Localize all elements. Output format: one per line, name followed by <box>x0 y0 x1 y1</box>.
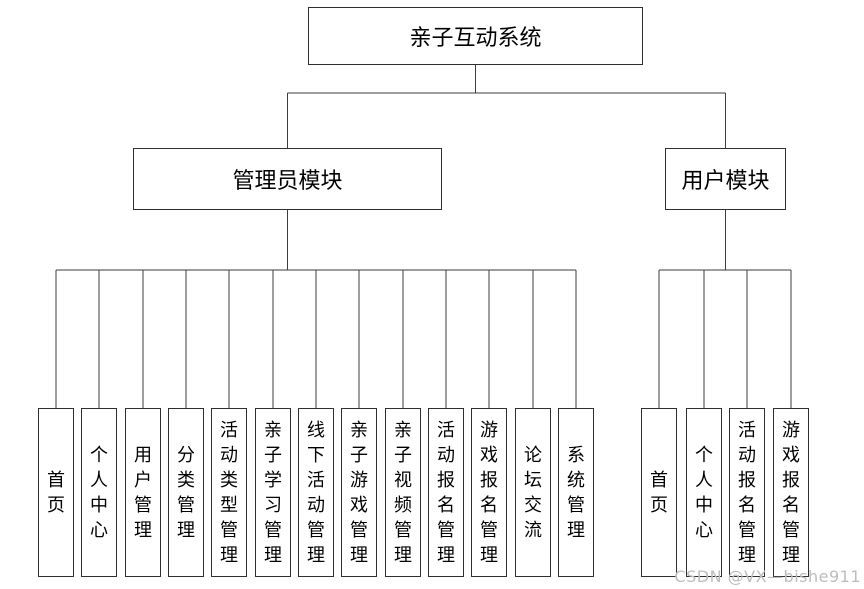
connector-user-to-leaves <box>658 210 792 408</box>
node-root-system: 亲子互动系统 <box>308 7 643 65</box>
node-admin-user-management: 用 户 管 理 <box>125 408 161 577</box>
node-admin-home: 首 页 <box>38 408 74 577</box>
node-admin-game-registration-management: 游 戏 报 名 管 理 <box>471 408 507 577</box>
connector-admin-to-leaves <box>55 210 577 408</box>
node-admin-video-management: 亲 子 视 频 管 理 <box>385 408 421 577</box>
node-user-personal-center: 个 人 中 心 <box>686 408 722 577</box>
node-admin-game-management: 亲 子 游 戏 管 理 <box>341 408 377 577</box>
node-admin-activity-registration-management: 活 动 报 名 管 理 <box>428 408 464 577</box>
node-admin-activity-type-management: 活 动 类 型 管 理 <box>211 408 247 577</box>
node-user-game-registration-management: 游 戏 报 名 管 理 <box>773 408 809 577</box>
node-user-home: 首 页 <box>641 408 677 577</box>
node-admin-offline-activity-management: 线 下 活 动 管 理 <box>298 408 334 577</box>
node-admin-learning-management: 亲 子 学 习 管 理 <box>255 408 291 577</box>
node-admin-category-management: 分 类 管 理 <box>168 408 204 577</box>
node-admin-personal-center: 个 人 中 心 <box>81 408 117 577</box>
node-admin-system-management: 系 统 管 理 <box>558 408 594 577</box>
node-admin-module: 管理员模块 <box>133 148 442 210</box>
connector-root-to-modules <box>287 65 726 148</box>
node-user-activity-registration-management: 活 动 报 名 管 理 <box>729 408 765 577</box>
node-user-module: 用户模块 <box>665 148 786 210</box>
node-admin-forum-exchange: 论 坛 交 流 <box>515 408 551 577</box>
